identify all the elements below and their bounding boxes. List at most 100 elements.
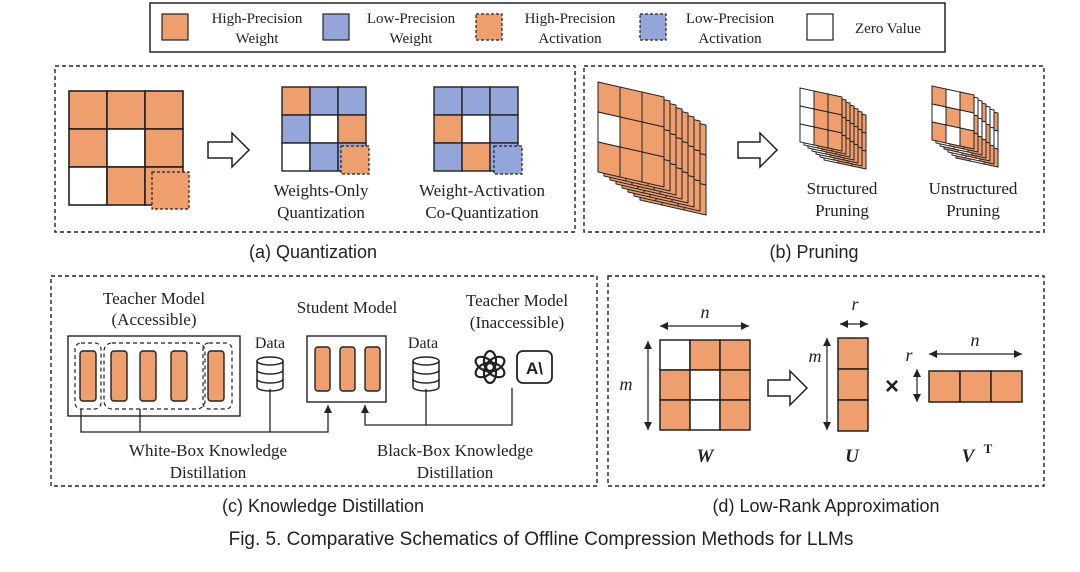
matrix-cell: [837, 399, 869, 432]
tensor-cell: [619, 146, 643, 183]
database-icon: [412, 356, 440, 392]
caption-lowrank: (d) Low-Rank Approximation: [712, 496, 939, 516]
tensor-cell: [931, 85, 947, 108]
tensor-cell: [641, 91, 665, 128]
matrix-v-label: V: [962, 446, 976, 467]
legend-label: Low-Precision: [367, 11, 456, 27]
legend-label: Weight: [390, 31, 434, 47]
matrix-cell: [433, 86, 463, 116]
high-activation-cell: [151, 171, 190, 210]
matrix-cell: [106, 90, 146, 130]
matrix-vt: [928, 370, 1023, 403]
matrix-cell: [68, 128, 108, 168]
tensor-cell: [945, 88, 961, 111]
full-tensor-stack: [597, 81, 707, 216]
matrix-u-label: U: [845, 446, 860, 467]
tensor-cell: [945, 124, 961, 147]
student-model-label: Student Model: [297, 298, 398, 317]
matrix-cell: [489, 114, 519, 144]
legend-label: Low-Precision: [686, 11, 775, 27]
matrix-u: [837, 337, 869, 432]
high-activation-cell: [340, 145, 370, 175]
hollow-arrow-icon: [207, 131, 251, 169]
legend-item-high-activation: High-Precision Activation: [475, 11, 616, 47]
tensor-cell: [931, 103, 947, 126]
hollow-arrow-icon: [737, 131, 779, 169]
multiply-sign: ×: [885, 373, 899, 400]
tensor-cell: [799, 87, 815, 110]
legend-label: Activation: [698, 31, 762, 47]
black-box-label: Black-Box Knowledge: [377, 441, 533, 460]
dim-r-label: r: [851, 294, 859, 314]
matrix-cell: [489, 86, 519, 116]
layer-block: [170, 350, 188, 402]
matrix-cell: [144, 128, 184, 168]
tensor-cell: [597, 111, 621, 148]
caption-pruning: (b) Pruning: [769, 242, 858, 262]
dim-m-label: m: [809, 346, 822, 366]
database-icon: [256, 356, 284, 392]
matrix-cell: [659, 339, 691, 371]
matrix-cell: [461, 114, 491, 144]
dim-n-label: n: [701, 302, 710, 322]
tensor-cell: [827, 93, 843, 116]
matrix-cell: [719, 339, 751, 371]
legend-label: High-Precision: [525, 11, 616, 27]
panel-lowrank: n m W r m U × r n V T: [607, 275, 1045, 487]
data-label: Data: [255, 335, 285, 352]
matrix-cell: [106, 166, 146, 206]
weight-activation-label: Co-Quantization: [425, 203, 539, 222]
legend-label: High-Precision: [212, 11, 303, 27]
structured-tensor-stack: [799, 87, 867, 170]
matrix-cell: [719, 369, 751, 401]
anthropic-logo-icon: A\: [516, 350, 553, 384]
matrix-cell: [433, 114, 463, 144]
matrix-cell: [837, 368, 869, 401]
tensor-cell: [959, 109, 975, 132]
matrix-w: [659, 339, 751, 431]
transpose-label: T: [984, 441, 993, 456]
matrix-cell: [990, 370, 1023, 403]
structured-label: Structured: [807, 179, 878, 198]
weights-only-label: Quantization: [277, 203, 365, 222]
matrix-cell: [68, 90, 108, 130]
matrix-cell: [144, 90, 184, 130]
matrix-cell: [719, 399, 751, 431]
teacher-accessible-label: (Accessible): [112, 310, 197, 329]
matrix-cell: [659, 369, 691, 401]
tensor-cell: [619, 86, 643, 123]
legend-item-low-activation: Low-Precision Activation: [639, 11, 775, 47]
legend-item-zero: Zero Value: [806, 13, 921, 41]
matrix-cell: [433, 142, 463, 172]
matrix-w-label: W: [697, 446, 715, 467]
matrix-cell: [689, 399, 721, 431]
layer-block: [139, 350, 157, 402]
caption-quantization: (a) Quantization: [249, 242, 377, 262]
dim-r-label: r: [905, 345, 913, 365]
tensor-cell: [641, 121, 665, 158]
tensor-cell: [827, 111, 843, 134]
tensor-cell: [799, 123, 815, 146]
white-box-label: Distillation: [170, 463, 247, 482]
matrix-cell: [461, 86, 491, 116]
unstructured-tensor-stack: [931, 85, 999, 168]
matrix-cell: [461, 142, 491, 172]
teacher-layers: [79, 350, 225, 402]
panel-quantization: Weights-Only Quantization Weight-Activat…: [54, 65, 576, 233]
tensor-cell: [597, 141, 621, 178]
panel-distillation: Teacher Model (Accessible) Data Student …: [50, 275, 598, 487]
openai-logo-icon: [474, 349, 506, 385]
matrix-cell: [837, 337, 869, 370]
black-box-label: Distillation: [417, 463, 494, 482]
matrix-cell: [309, 114, 339, 144]
layer-block: [110, 350, 128, 402]
hollow-arrow-icon: [767, 369, 809, 407]
weights-only-label: Weights-Only: [274, 181, 369, 200]
matrix-cell: [68, 166, 108, 206]
matrix-cell: [659, 399, 691, 431]
layer-block: [207, 350, 225, 402]
matrix-cell: [928, 370, 961, 403]
matrix-cell: [689, 369, 721, 401]
tensor-cell: [597, 81, 621, 118]
